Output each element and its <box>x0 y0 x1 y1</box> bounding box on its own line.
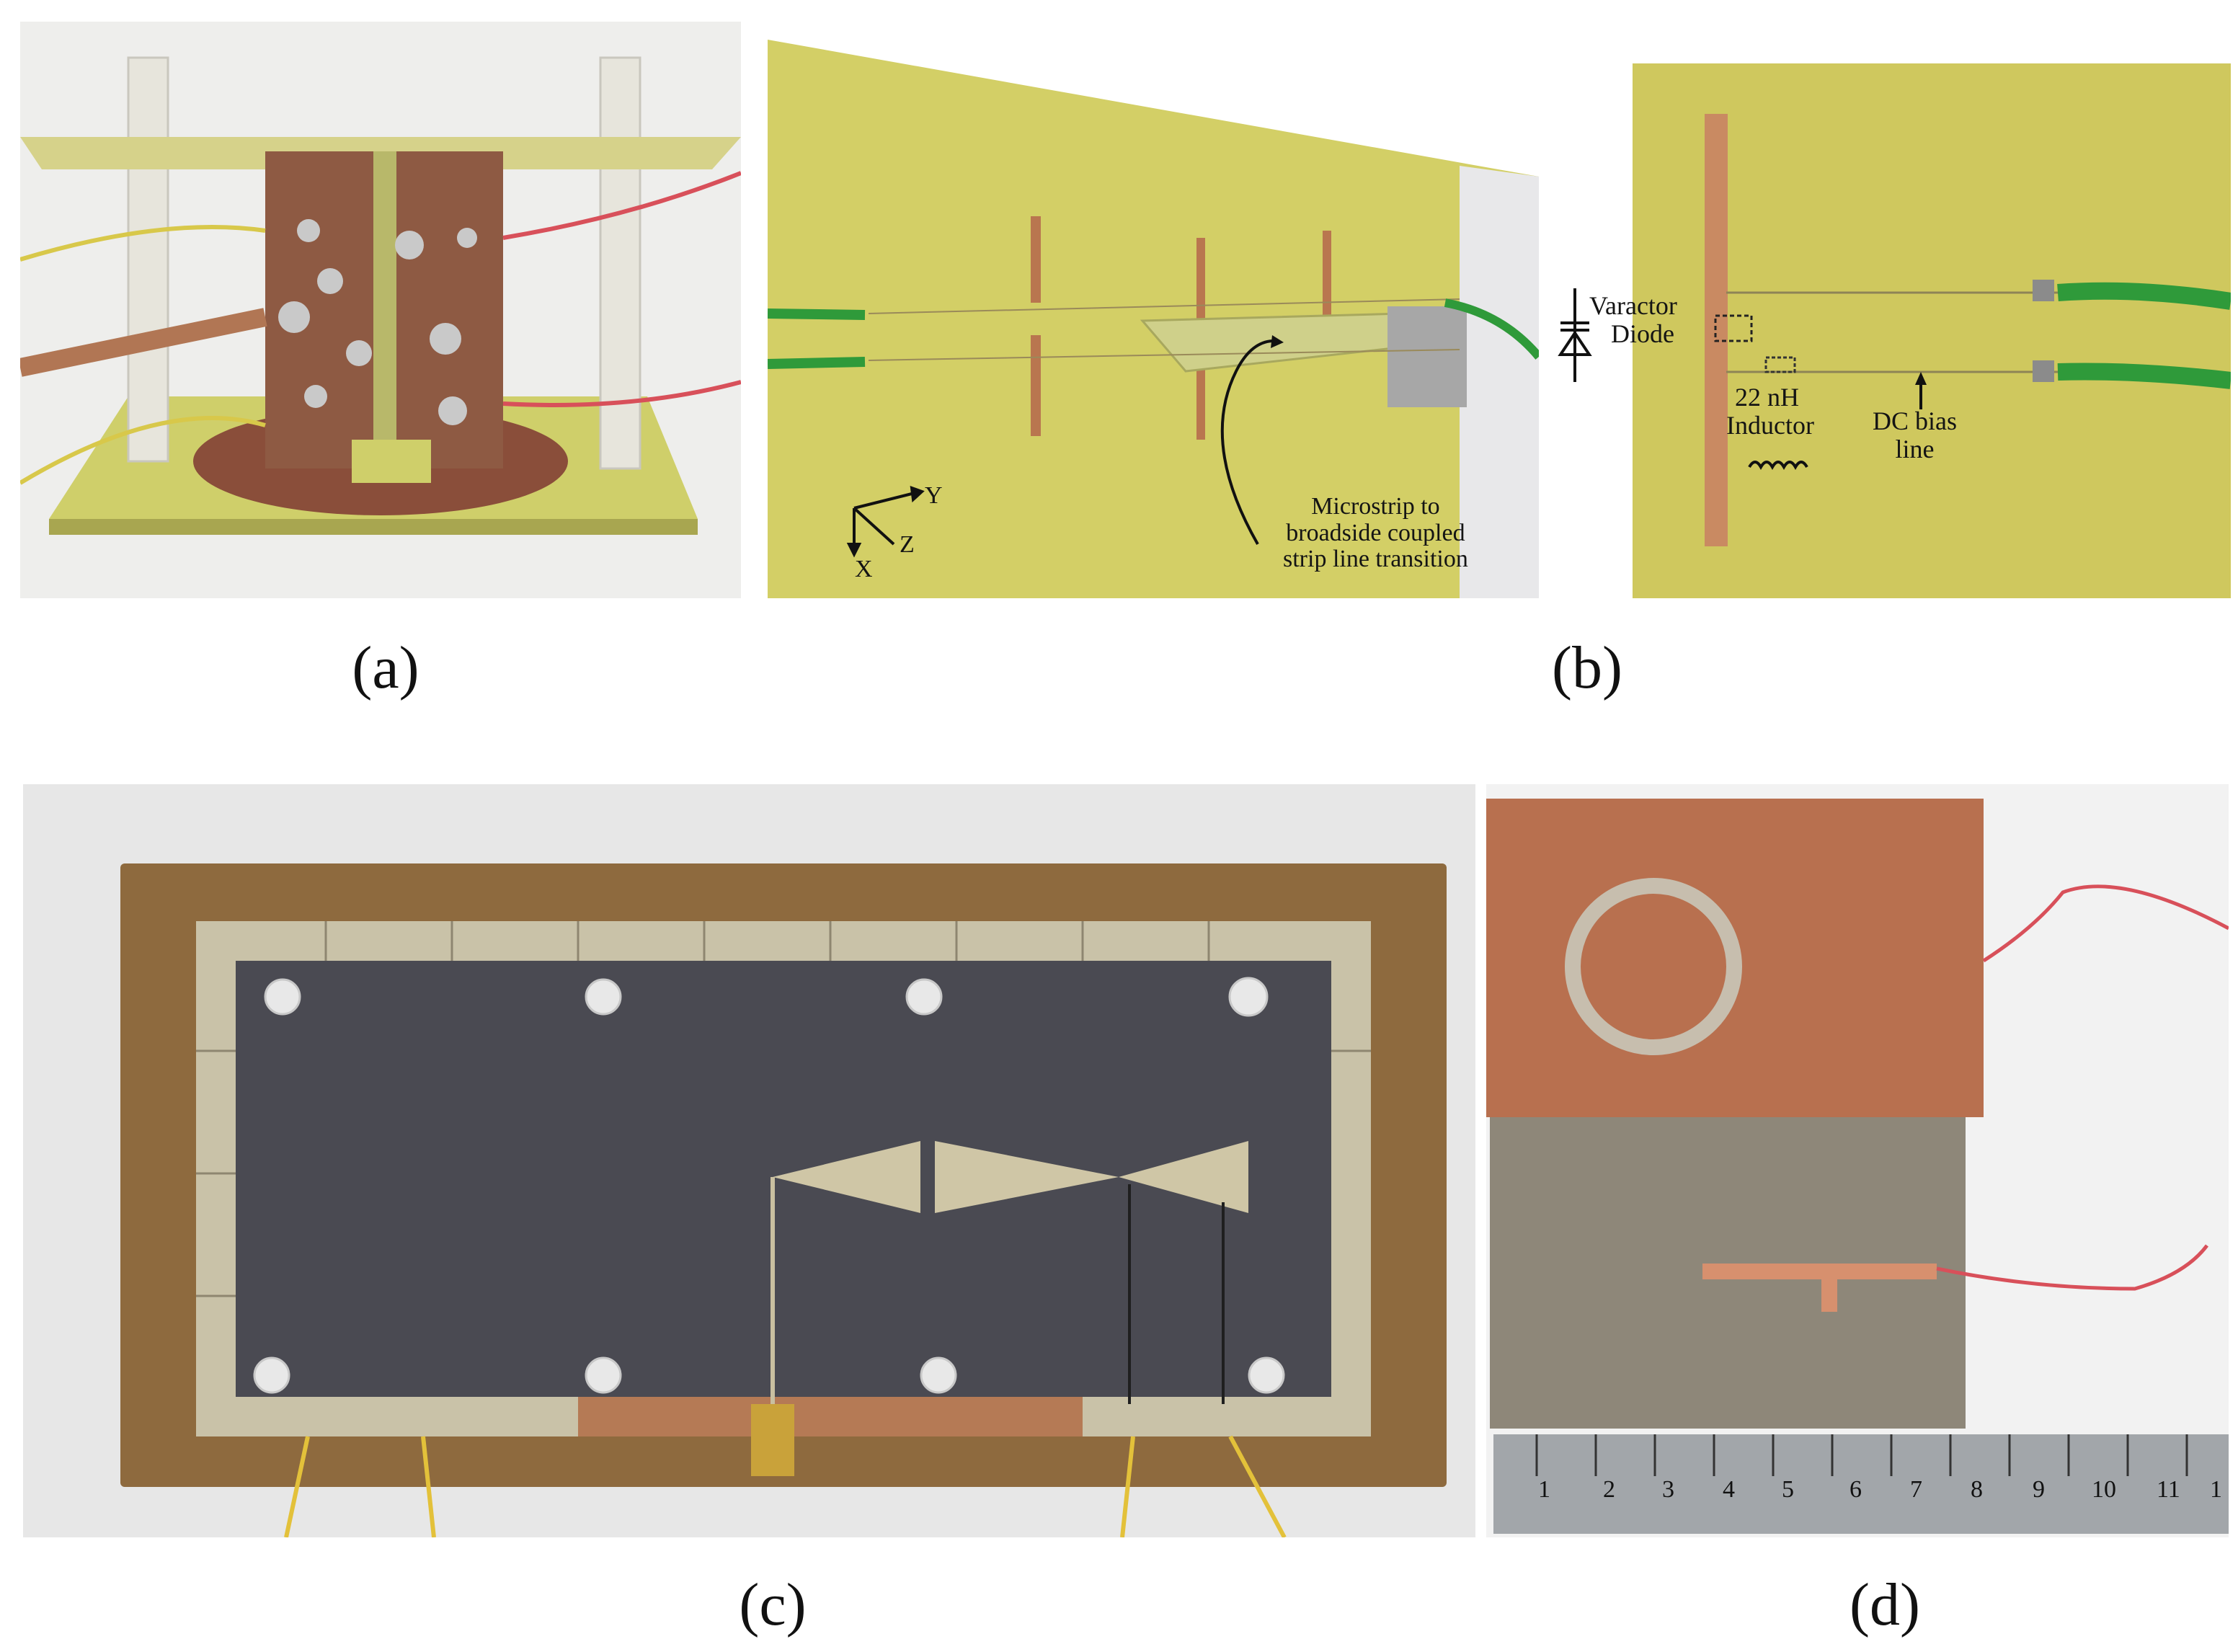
ruler-num-7: 7 <box>1910 1476 1922 1503</box>
yellow-wire-top <box>20 225 266 262</box>
curved-arrow <box>1220 339 1273 545</box>
ruler-num-2: 2 <box>1603 1476 1615 1503</box>
bowtie-right-arm <box>935 1141 1119 1213</box>
array-antenna-photo <box>23 784 1475 1537</box>
sma-connector <box>1387 306 1467 407</box>
coordinate-axes <box>846 486 925 558</box>
ruler-numbers: 1 2 3 4 5 6 7 8 9 10 11 1 <box>1486 1476 2229 1519</box>
diode-highlight-box <box>1714 314 1753 342</box>
axis-y-label: Y <box>925 482 943 509</box>
varactor-label-line-1: Varactor <box>1589 291 1677 320</box>
photo-c <box>23 784 1475 1537</box>
red-wire-1 <box>1982 884 2229 963</box>
axis-x-label: X <box>855 556 873 582</box>
diode-closeup-photo <box>1633 63 2231 598</box>
bias-label: DC bias line <box>1873 407 1957 463</box>
green-wire-top <box>2057 282 2231 310</box>
reconfigurable-antenna-photo <box>20 22 741 598</box>
inductor-label-line-2: Inductor <box>1726 410 1814 440</box>
coax-cable <box>20 308 267 377</box>
bias-label-line-2: line <box>1895 434 1935 463</box>
photo-a <box>20 22 741 598</box>
ruler-num-9: 9 <box>2033 1476 2045 1503</box>
right-standoff <box>599 56 641 470</box>
varactor-label-line-2: Diode <box>1611 319 1674 348</box>
ruler-num-10: 10 <box>2092 1476 2116 1503</box>
ruler-num-3: 3 <box>1662 1476 1674 1503</box>
left-standoff <box>127 56 169 463</box>
feeding-element-photos <box>1486 784 2229 1537</box>
annular-slot <box>1565 878 1742 1055</box>
red-wire-bottom <box>502 380 741 407</box>
axis-z-label: Z <box>900 531 915 558</box>
green-wire-2 <box>768 357 866 369</box>
ruler-num-8: 8 <box>1971 1476 1983 1503</box>
yellow-wires <box>284 1435 1287 1537</box>
ruler-num-1: 1 <box>1538 1476 1550 1503</box>
inductor-label-line-1: 22 nH <box>1735 383 1799 412</box>
photo-b-left <box>768 40 1539 598</box>
varactor-label: Varactor Diode <box>1589 292 1677 348</box>
nylon-screws <box>253 977 1285 1394</box>
photo-d <box>1486 784 2229 1537</box>
bias-label-line-1: DC bias <box>1873 407 1957 435</box>
transition-label-line-3: strip line transition <box>1283 546 1468 573</box>
strip-1-bottom <box>1031 335 1041 436</box>
caption-c: (c) <box>739 1571 807 1638</box>
ruler <box>1493 1434 2229 1534</box>
inductor-box <box>1764 356 1796 373</box>
inductor-symbol <box>1748 461 1808 471</box>
inductor-label: 22 nH Inductor <box>1726 383 1814 440</box>
transition-label-line-2: broadside coupled <box>1286 519 1465 546</box>
varactor-diode-symbol <box>1550 288 1600 382</box>
bias-arrow <box>1915 372 1927 385</box>
caption-b: (b) <box>1552 634 1622 701</box>
solder-joints <box>278 219 477 425</box>
ruler-num-4: 4 <box>1723 1476 1735 1503</box>
bowtie-left-arm <box>773 1141 920 1213</box>
copper-feed-strip <box>1702 1264 1937 1279</box>
red-wire-2 <box>1936 1244 2208 1291</box>
transition-label-line-1: Microstrip to <box>1311 493 1440 520</box>
patch-gridlines <box>196 921 1371 1297</box>
ruler-num-12: 1 <box>2210 1476 2222 1503</box>
caption-d: (d) <box>1850 1571 1920 1638</box>
ruler-num-5: 5 <box>1782 1476 1794 1503</box>
ruler-ticks <box>1535 1434 2188 1476</box>
green-wire-1 <box>768 308 866 320</box>
sma-connector-c <box>751 1404 794 1476</box>
bowtie-tip <box>1119 1141 1248 1213</box>
antenna-side-view-photo <box>768 40 1539 598</box>
green-wire-bottom <box>2057 363 2231 389</box>
red-wire-top <box>502 171 741 240</box>
yellow-wire-bottom <box>20 416 266 485</box>
ruler-num-6: 6 <box>1850 1476 1862 1503</box>
strip-1-top <box>1031 216 1041 303</box>
fr4-substrate <box>768 40 1539 598</box>
caption-a: (a) <box>352 634 419 701</box>
transition-label: Microstrip to broadside coupled strip li… <box>1283 493 1468 573</box>
photo-b-right <box>1633 63 2231 598</box>
ruler-num-11: 11 <box>2157 1476 2180 1503</box>
